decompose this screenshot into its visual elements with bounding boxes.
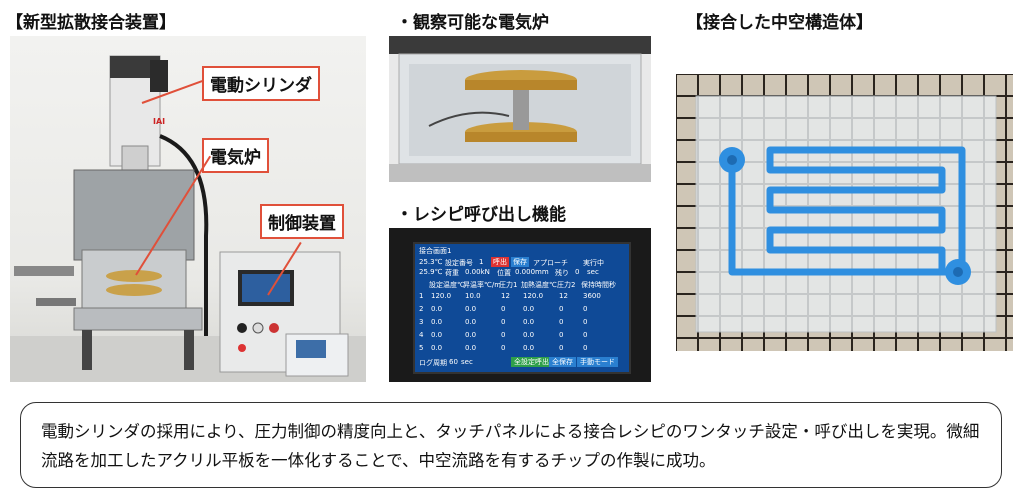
screen-log-value: 60 (449, 358, 458, 366)
screen-running-status: 実行中 (583, 259, 604, 267)
screen-log-label: ログ周期 (419, 359, 447, 367)
heading-furnace: ・観察可能な電気炉 (396, 13, 549, 33)
screen-setting-number: 1 (479, 258, 484, 266)
caption-text: 電動シリンダの採用により、圧力制御の精度向上と、タッチパネルによる接合レシピのワ… (41, 422, 980, 470)
screen-table-cell[interactable]: 0.0 (523, 305, 535, 313)
screen-table-cell[interactable]: 0.0 (523, 331, 535, 339)
screen-load-value: 0.00kN (465, 268, 490, 276)
heading-apparatus: 【新型拡散接合装置】 (6, 13, 176, 33)
screen-table-cell[interactable]: 0.0 (465, 331, 477, 339)
screen-row-number: 1 (419, 292, 424, 300)
screen-save-button[interactable]: 保存 (511, 257, 529, 267)
screen-header-rate: 昇温率℃/m (463, 281, 502, 289)
heading-recipe: ・レシピ呼び出し機能 (396, 205, 566, 225)
screen-table-cell[interactable]: 0.0 (465, 344, 477, 352)
screen-table-cell[interactable]: 0 (559, 331, 564, 339)
screen-header-pressure-2: 圧力2 (557, 281, 576, 289)
callout-controller: 制御装置 (260, 204, 344, 239)
screen-header-hold-time: 保持時間秒 (581, 281, 616, 289)
apparatus-photo: 電動シリンダ 電気炉 制御装置 IAI (10, 36, 366, 382)
screen-save-all-button[interactable]: 全保存 (549, 357, 576, 367)
caption-box: 電動シリンダの採用により、圧力制御の精度向上と、タッチパネルによる接合レシピのワ… (20, 402, 1002, 488)
screen-table-cell[interactable]: 0 (501, 305, 506, 313)
screen-header-pressure-1: 圧力1 (499, 281, 518, 289)
screen-table-cell[interactable]: 120.0 (523, 292, 544, 300)
screen-table-cell[interactable]: 120.0 (431, 292, 452, 300)
screen-table-cell[interactable]: 0.0 (431, 331, 443, 339)
screen-table-cell[interactable]: 0 (559, 318, 564, 326)
screen-table-cell[interactable]: 0.0 (465, 318, 477, 326)
screen-position-value: 0.000mm (515, 268, 549, 276)
screen-table-cell[interactable]: 10.0 (465, 292, 481, 300)
screen-table-cell[interactable]: 0.0 (431, 305, 443, 313)
furnace-illustration (389, 36, 651, 182)
screen-table-cell[interactable]: 0.0 (523, 318, 535, 326)
screen-table-cell[interactable]: 0.0 (431, 344, 443, 352)
screen-table-cell[interactable]: 0 (583, 318, 588, 326)
furnace-photo (389, 36, 651, 182)
screen-row-number: 4 (419, 331, 424, 339)
screen-table-cell[interactable]: 0.0 (431, 318, 443, 326)
screen-recall-all-button[interactable]: 全設定呼出 (511, 357, 552, 367)
screen-temp-2: 25.9℃ (419, 268, 443, 276)
screen-approach-label: アプローチ (533, 259, 568, 267)
screen-recall-button[interactable]: 呼出 (491, 257, 509, 267)
heading-hollow-structure: 【接合した中空構造体】 (686, 13, 873, 33)
screen-header-heat-temp: 加熱温度℃ (521, 281, 557, 289)
screen-title: 接合画面1 (419, 247, 452, 255)
screen-row-number: 3 (419, 318, 424, 326)
screen-table-cell[interactable]: 0 (583, 305, 588, 313)
screen-table-cell[interactable]: 0 (501, 344, 506, 352)
screen-table-cell[interactable]: 12 (501, 292, 510, 300)
screen-table-cell[interactable]: 0 (583, 344, 588, 352)
screen-row-number: 5 (419, 344, 424, 352)
screen-table-cell[interactable]: 0 (501, 331, 506, 339)
screen-manual-mode-button[interactable]: 手動モード (577, 357, 618, 367)
callout-electric-furnace: 電気炉 (202, 138, 269, 173)
touch-panel-screen: 接合画面1 25.3℃ 設定番号 1 呼出 保存 アプローチ 実行中 25.9℃… (413, 242, 631, 374)
screen-row-number: 2 (419, 305, 424, 313)
screen-remaining-label: 残り (555, 269, 569, 277)
screen-table-cell[interactable]: 0.0 (523, 344, 535, 352)
callout-electric-cylinder: 電動シリンダ (202, 66, 320, 101)
screen-setting-label: 設定番号 (445, 259, 473, 267)
screen-remaining-value: 0 (575, 268, 580, 276)
screen-table-cell[interactable]: 0 (559, 344, 564, 352)
screen-table-cell[interactable]: 0.0 (465, 305, 477, 313)
screen-table-cell[interactable]: 0 (583, 331, 588, 339)
screen-log-unit: sec (461, 358, 473, 366)
brand-logo: IAI (153, 117, 166, 126)
touch-panel-photo: 接合画面1 25.3℃ 設定番号 1 呼出 保存 アプローチ 実行中 25.9℃… (389, 228, 651, 382)
screen-temp-1: 25.3℃ (419, 258, 443, 266)
screen-position-label: 位置 (497, 269, 511, 277)
screen-remaining-unit: sec (587, 268, 599, 276)
hollow-chip-photo (676, 74, 1013, 351)
hollow-chip-illustration (676, 74, 1013, 351)
screen-table-cell[interactable]: 3600 (583, 292, 601, 300)
screen-table-cell[interactable]: 0 (559, 305, 564, 313)
screen-header-set-temp: 設定温度℃ (429, 281, 465, 289)
screen-table-cell[interactable]: 12 (559, 292, 568, 300)
screen-table-cell[interactable]: 0 (501, 318, 506, 326)
screen-load-label: 荷重 (445, 269, 459, 277)
